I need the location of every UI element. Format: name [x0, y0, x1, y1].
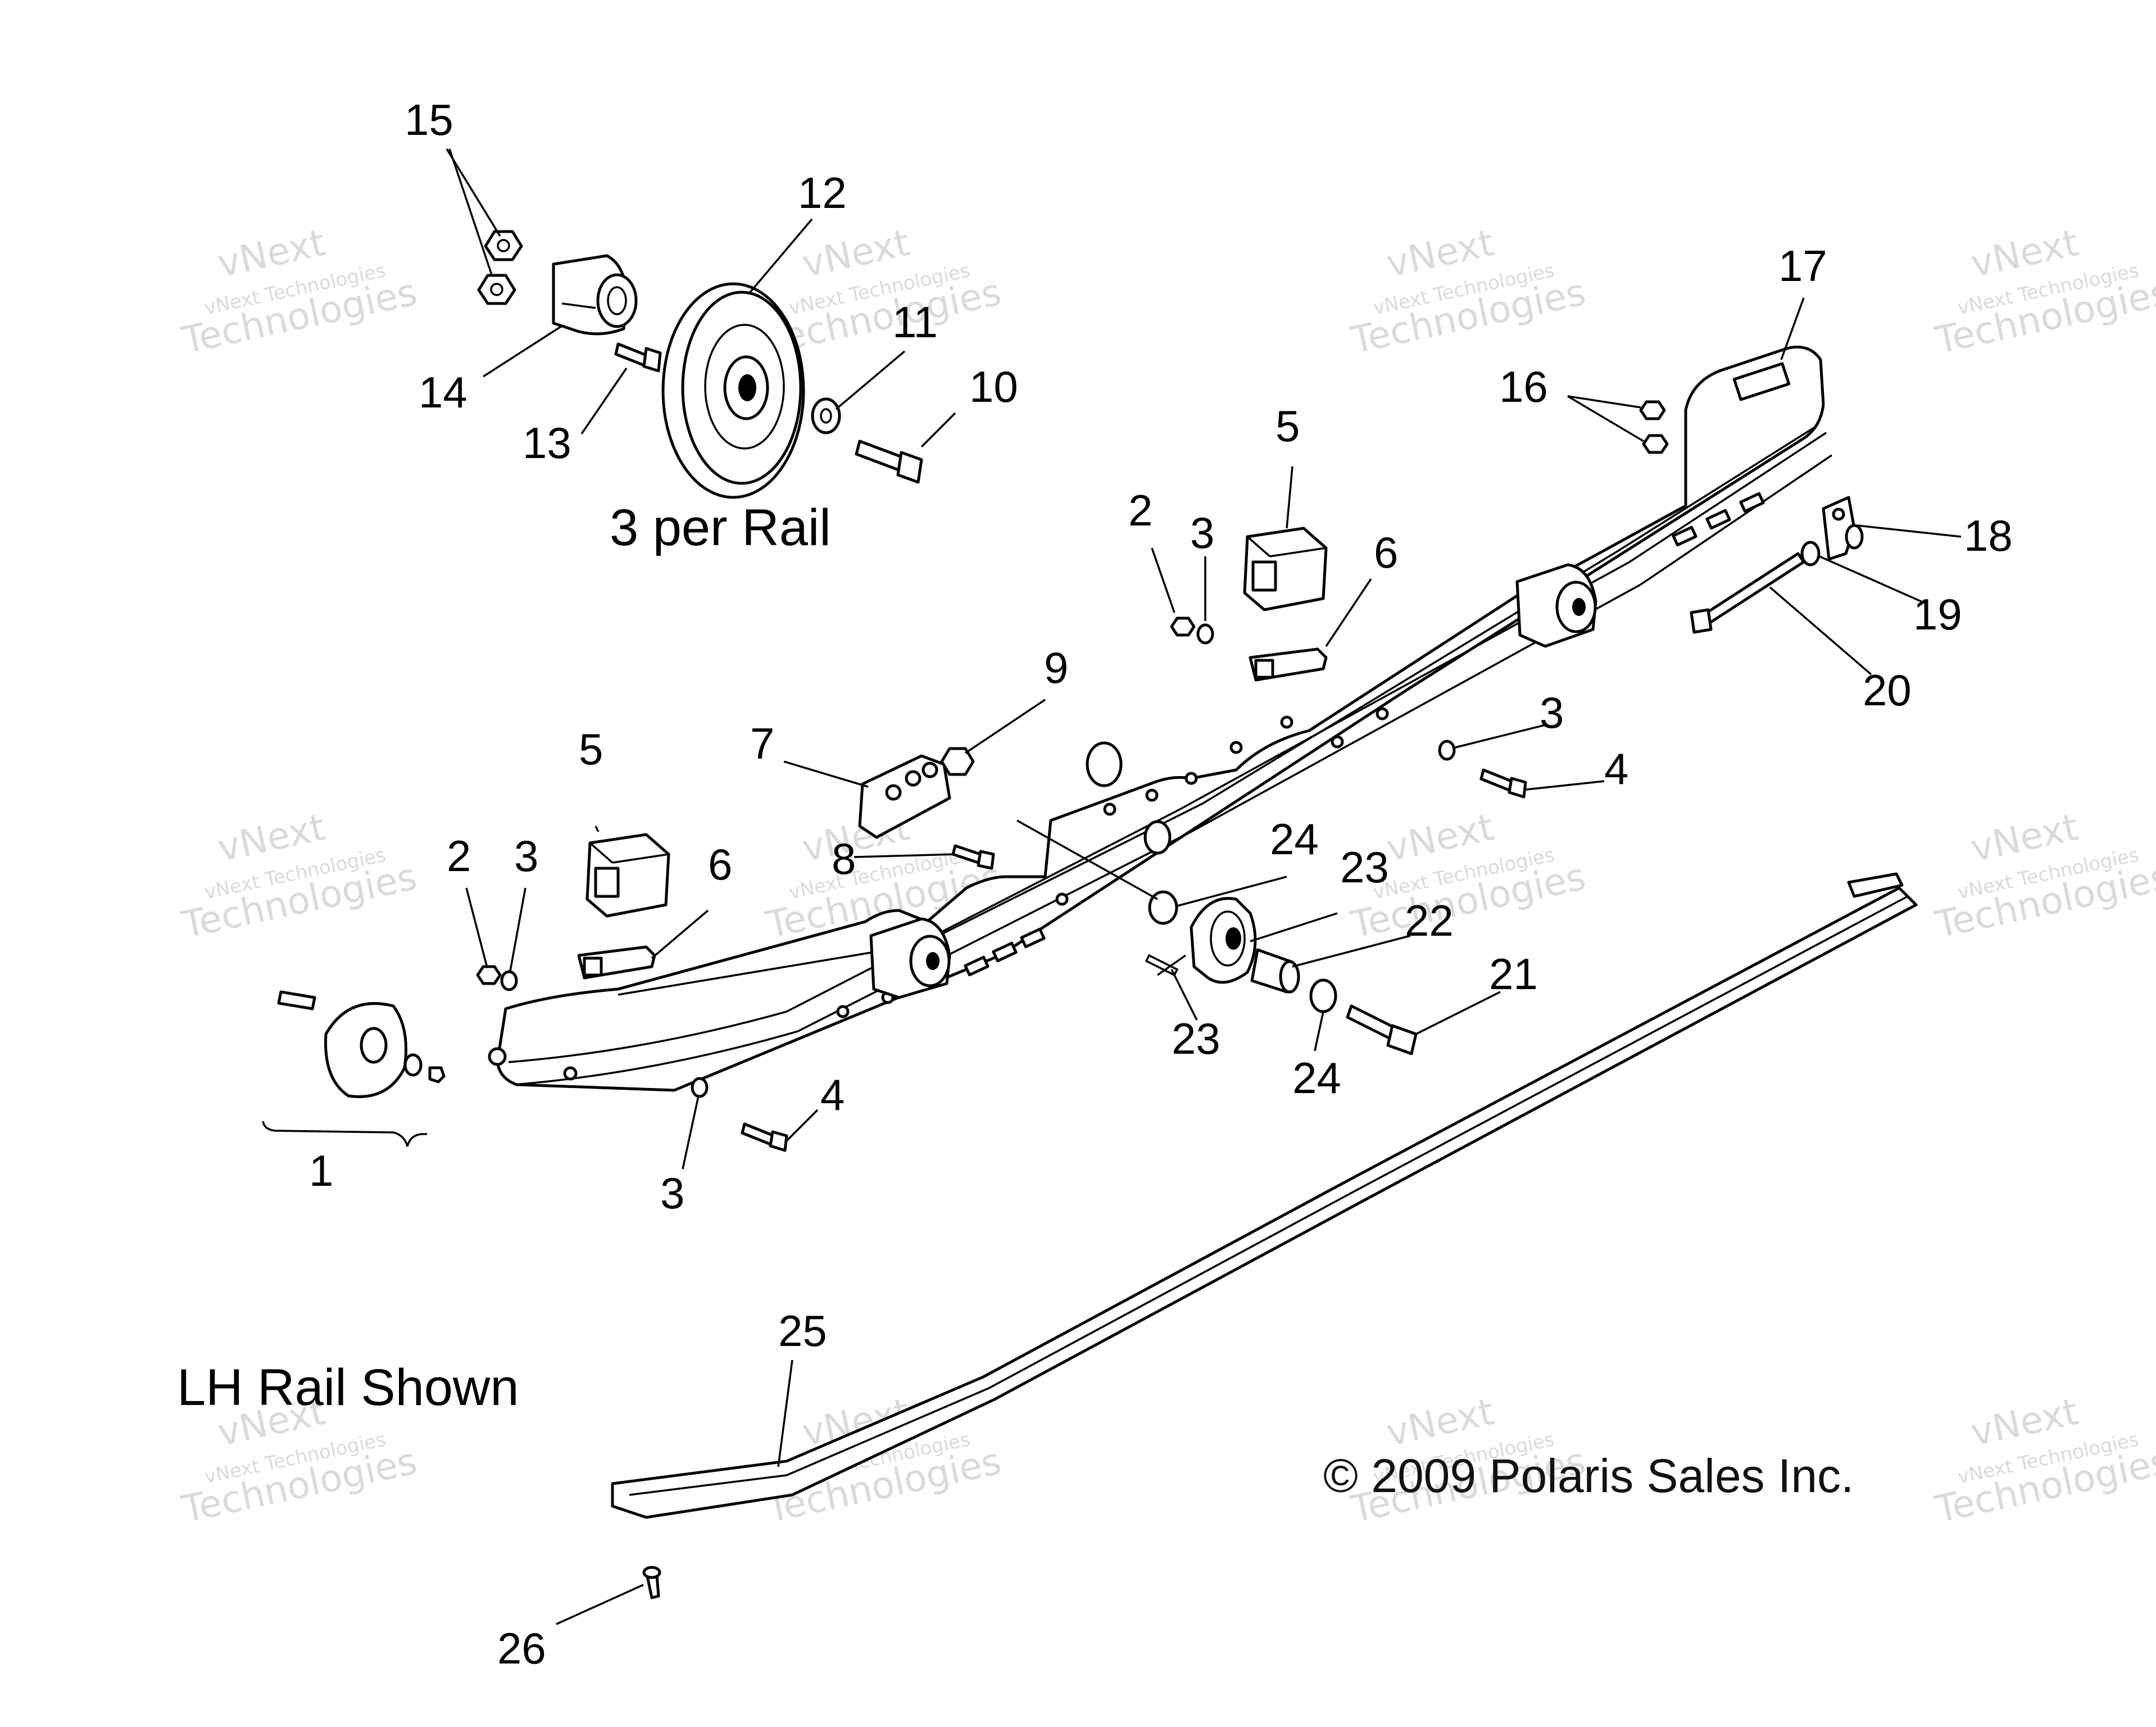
washer-3-rear: [1196, 623, 1214, 645]
nut-15-upper: [484, 230, 523, 261]
callout-6: 6: [1374, 528, 1398, 577]
callout-12: 12: [798, 168, 847, 217]
callout-25: 25: [778, 1306, 827, 1356]
bolt-10: [855, 439, 923, 484]
clip-6-front: [577, 945, 656, 980]
washer-3-lower: [691, 1077, 709, 1098]
callout-10: 10: [969, 362, 1018, 411]
watermark: vNext vNext Technologies Technologies: [1931, 805, 2156, 947]
copyright-notice: © 2009 Polaris Sales Inc.: [1323, 1449, 1854, 1502]
spacer-22: [1250, 948, 1300, 994]
bolt-20: [1690, 552, 1805, 634]
callouts: 15 12 11 10 14 13 2 3 5 6 16 17 18 19 20…: [309, 95, 2013, 1673]
callout-16: 16: [1499, 362, 1548, 411]
rail-wheel-carrier-front: [869, 917, 951, 999]
bolt-21: [1346, 1004, 1418, 1055]
washer-11: [811, 397, 841, 434]
callout-14: 14: [419, 368, 467, 417]
nut-2-rear: [1170, 617, 1196, 637]
callout-15: 15: [405, 95, 453, 144]
per-rail-caption: 3 per Rail: [610, 499, 831, 556]
wear-strip-25: [611, 872, 1918, 1519]
callout-17: 17: [1778, 241, 1827, 291]
callout-3: 3: [1190, 508, 1214, 557]
callout-18: 18: [1964, 511, 2013, 560]
nut-19: [1800, 541, 1821, 566]
slide-rail-frame: [488, 346, 1832, 1092]
callout-19: 19: [1913, 590, 1962, 639]
callout-24: 24: [1270, 814, 1319, 864]
rail-wheel-carrier-rear: [1515, 563, 1597, 648]
callout-3: 3: [1540, 688, 1564, 737]
mount-bracket-7: [858, 754, 951, 839]
washer-24-upper: [1148, 890, 1178, 925]
callout-24: 24: [1292, 1053, 1341, 1103]
bolt-8: [951, 844, 995, 870]
callout-11: 11: [892, 297, 938, 347]
nut-9: [940, 747, 975, 776]
axle-carrier-14: [552, 254, 638, 336]
callout-26: 26: [497, 1624, 546, 1673]
callout-3: 3: [514, 831, 538, 881]
callout-2: 2: [1128, 486, 1152, 535]
callout-13: 13: [523, 418, 571, 468]
rail-shown-caption: LH Rail Shown: [177, 1359, 519, 1416]
wheel-hub-23: [1190, 897, 1257, 984]
callout-6: 6: [708, 840, 732, 889]
nut-15-lower: [477, 274, 516, 305]
watermark: vNext vNext Technologies Technologies: [1931, 1390, 2156, 1531]
slider-block-5-rear: [1243, 527, 1328, 611]
leader-lines: [446, 148, 1962, 1625]
callout-23: 23: [1340, 842, 1389, 892]
callout-20: 20: [1863, 665, 1912, 715]
nut-16-upper: [1639, 400, 1666, 420]
callout-5: 5: [579, 724, 603, 774]
watermark: vNext vNext Technologies Technologies: [178, 805, 421, 947]
idler-wheel-12: [661, 282, 805, 499]
nut-16-lower: [1642, 434, 1669, 454]
callout-22: 22: [1405, 896, 1454, 945]
callout-2: 2: [447, 831, 471, 881]
slider-block-5-front: [585, 833, 670, 918]
callout-3: 3: [660, 1168, 684, 1218]
front-end-cap-1: [262, 990, 446, 1147]
callout-8: 8: [832, 834, 856, 883]
callout-23: 23: [1172, 1014, 1220, 1063]
rivet-26: [642, 1566, 661, 1599]
nut-2-front: [476, 965, 502, 985]
watermark: vNext vNext Technologies Technologies: [1931, 221, 2156, 362]
washer-24-lower: [1309, 978, 1337, 1013]
callout-4: 4: [820, 1070, 845, 1119]
bolt-13: [614, 342, 662, 373]
callout-4: 4: [1604, 744, 1628, 794]
rear-bracket-18: [1822, 496, 1864, 561]
callout-5: 5: [1276, 401, 1300, 451]
callout-21: 21: [1489, 949, 1538, 999]
callout-9: 9: [1044, 643, 1068, 692]
cotter-pin-23: [1145, 954, 1187, 977]
bolt-4-mid: [1479, 768, 1527, 799]
watermark: vNext vNext Technologies Technologies: [1347, 221, 1590, 362]
hardware: [262, 400, 1864, 1599]
callout-7: 7: [750, 719, 774, 768]
clip-6-rear: [1249, 647, 1328, 682]
callout-1: 1: [309, 1146, 333, 1195]
washer-3-mid: [1438, 740, 1456, 761]
watermark: vNext vNext Technologies Technologies: [178, 221, 421, 362]
bolt-4-lower: [741, 1122, 788, 1152]
idler-wheel-assembly: [477, 230, 923, 499]
washer-3-front: [500, 970, 518, 991]
